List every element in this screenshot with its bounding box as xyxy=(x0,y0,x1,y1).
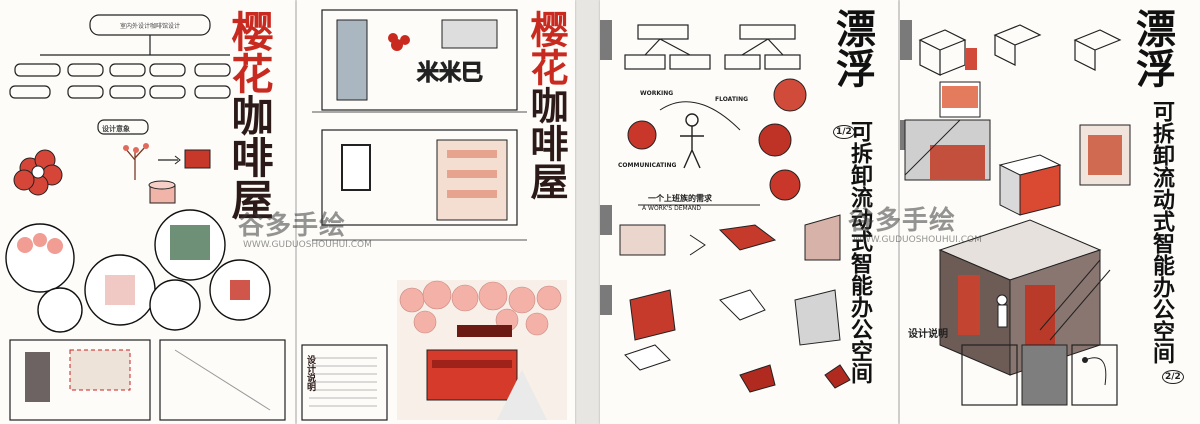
subtitle-char: 办 xyxy=(847,296,872,318)
subtitle-char: 可 xyxy=(847,120,872,142)
demand-en: A WORK'S DEMAND xyxy=(642,205,701,212)
communicating-label: COMMUNICATING xyxy=(618,162,677,169)
sakura-title-char: 啡 xyxy=(225,136,274,178)
office-title-char: 漂 xyxy=(1129,8,1175,48)
watermark-text: 谷多手绘 xyxy=(848,206,957,236)
subtitle-char: 能 xyxy=(1149,254,1174,276)
office-title-char: 漂 xyxy=(829,8,875,48)
office-render-sketch xyxy=(900,20,1131,406)
subtitle-char: 卸 xyxy=(847,164,872,186)
subtitle-char: 拆 xyxy=(1149,122,1174,144)
subtitle-char: 间 xyxy=(847,362,872,384)
sakura-title-char: 屋 xyxy=(524,162,568,200)
sheet-office-render: 漂浮 可拆卸流动式智能办公空间 2/2 设计说明 xyxy=(900,0,1200,424)
office-title-char: 浮 xyxy=(1129,48,1175,88)
working-label: WORKING xyxy=(640,90,674,97)
watermark-url: WWW.GUDUOSHOUHUI.COM xyxy=(853,235,982,245)
subtitle-char: 能 xyxy=(847,274,872,296)
svg-text:米米巳: 米米巳 xyxy=(417,61,483,86)
demand-line: 一个上班族的需求 xyxy=(648,194,712,203)
sakura-title-right: 樱花咖啡屋 xyxy=(524,10,568,200)
subtitle-char: 空 xyxy=(847,340,872,362)
subtitle-char: 间 xyxy=(1149,342,1174,364)
office-title-char: 浮 xyxy=(829,48,875,88)
watermark-text: 谷多手绘 xyxy=(238,211,347,241)
sakura-title-char: 咖 xyxy=(524,86,568,124)
subtitle-char: 卸 xyxy=(1149,144,1174,166)
watermark-url: WWW.GUDUOSHOUHUI.COM xyxy=(243,240,372,250)
subtitle-char: 式 xyxy=(1149,210,1174,232)
subtitle-char: 流 xyxy=(1149,166,1174,188)
sakura-title-char: 花 xyxy=(225,52,274,94)
sheet-sakura-plan: 米米巳 樱花咖啡屋 设计说明 xyxy=(297,0,575,424)
office-subtitle: 可拆卸流动式智能办公空间 xyxy=(847,120,872,420)
sheet-office-concept: WORKING FLOATING COMMUNICATING 一个上班族的需求 … xyxy=(600,0,898,424)
sakura-title-char: 花 xyxy=(524,48,568,86)
sakura-design-notes: 设计说明 xyxy=(305,355,315,391)
mindmap-root: 室内外设计咖啡馆设计 xyxy=(119,23,180,30)
sakura-title: 樱花咖啡屋 xyxy=(225,10,274,220)
office-design-notes: 设计说明 xyxy=(908,329,948,340)
subtitle-char: 空 xyxy=(1149,320,1174,342)
subtitle-char: 智 xyxy=(1149,232,1174,254)
sakura-title-char: 屋 xyxy=(225,178,274,220)
subtitle-char: 动 xyxy=(1149,188,1174,210)
sakura-title-char: 啡 xyxy=(524,124,568,162)
subtitle-char: 拆 xyxy=(847,142,872,164)
sakura-plan-sketch: 米米巳 xyxy=(301,9,567,421)
subtitle-char: 式 xyxy=(847,230,872,252)
office-title-right: 漂浮 xyxy=(1129,8,1175,88)
design-concept-label: 设计意象 xyxy=(102,125,130,133)
sakura-title-char: 樱 xyxy=(524,10,568,48)
subtitle-char: 智 xyxy=(847,252,872,274)
subtitle-char: 可 xyxy=(1149,100,1174,122)
floating-label: FLOATING xyxy=(715,96,749,103)
office-subtitle-right: 可拆卸流动式智能办公空间 xyxy=(1149,100,1174,380)
sakura-title-char: 咖 xyxy=(225,94,274,136)
office-title: 漂浮 xyxy=(829,8,875,88)
sakura-title-char: 樱 xyxy=(225,10,274,52)
subtitle-char: 流 xyxy=(847,186,872,208)
page-number-1: 1/2 xyxy=(833,125,855,139)
sakura-concept-sketch xyxy=(5,14,286,421)
subtitle-char: 办 xyxy=(1149,276,1174,298)
sheet-sakura-concept: 室内外设计咖啡馆设计 设计意象 樱花咖啡屋 xyxy=(0,0,295,424)
office-concept-sketch xyxy=(600,20,851,393)
page-number-2: 2/2 xyxy=(1162,370,1184,384)
subtitle-char: 公 xyxy=(1149,298,1174,320)
subtitle-char: 动 xyxy=(847,208,872,230)
subtitle-char: 公 xyxy=(847,318,872,340)
